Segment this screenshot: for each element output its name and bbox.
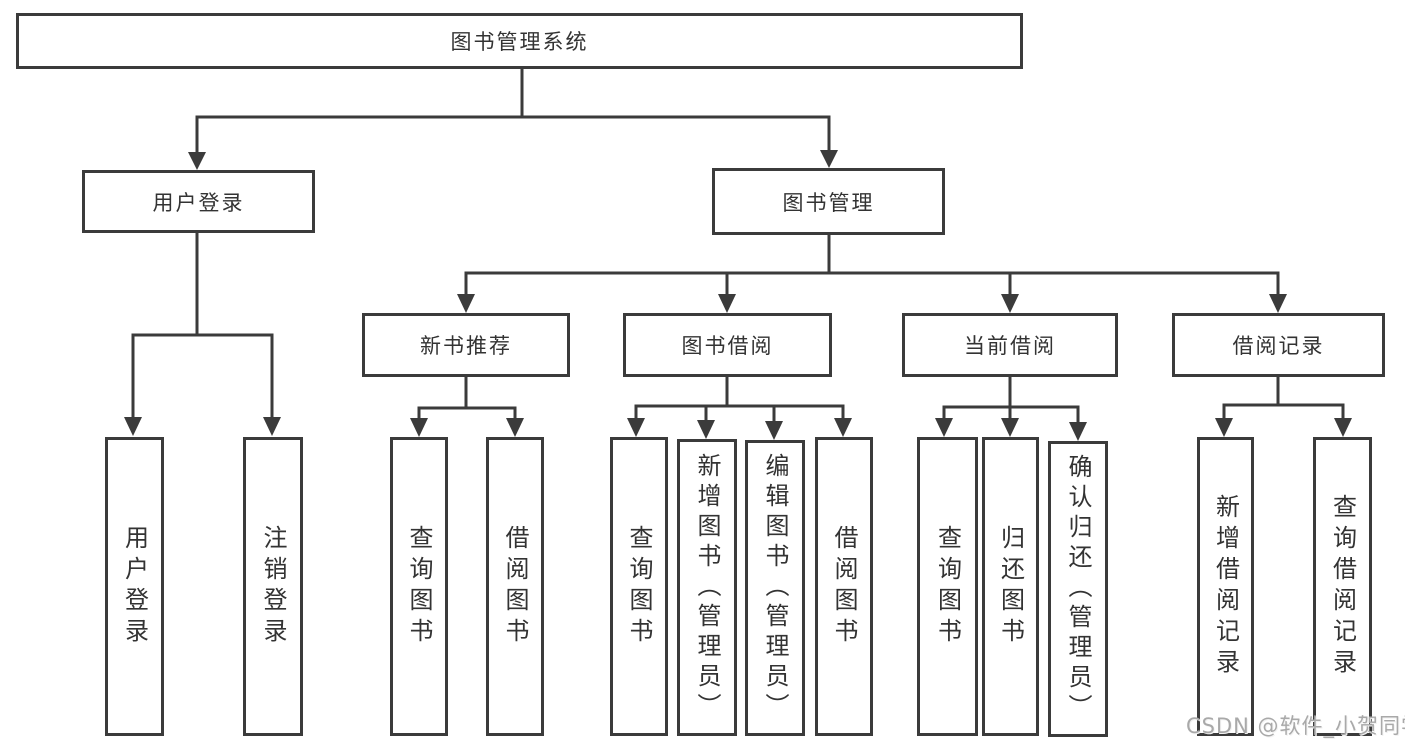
leaf-query-book-current: 查询图书 xyxy=(917,437,978,736)
leaf-borrow-book: 借阅图书 xyxy=(815,437,873,736)
node-root: 图书管理系统 xyxy=(16,13,1023,69)
node-borrow-record: 借阅记录 xyxy=(1172,313,1385,377)
arrow-down-icons xyxy=(124,150,1352,441)
node-book-management: 图书管理 xyxy=(712,168,945,235)
leaf-return-book: 归还图书 xyxy=(982,437,1039,736)
node-current-borrow: 当前借阅 xyxy=(902,313,1118,377)
leaf-add-borrow-record: 新增借阅记录 xyxy=(1197,437,1254,736)
leaf-logout: 注销登录 xyxy=(243,437,303,736)
node-new-book-recommend: 新书推荐 xyxy=(362,313,570,377)
leaf-query-book-borrow: 查询图书 xyxy=(610,437,668,736)
leaf-user-login: 用户登录 xyxy=(105,437,164,736)
leaf-borrow-book-recommend: 借阅图书 xyxy=(486,437,544,736)
leaf-confirm-return-admin: 确认归还（管理员） xyxy=(1048,441,1108,737)
node-book-borrow: 图书借阅 xyxy=(623,313,832,377)
leaf-edit-book-admin: 编辑图书（管理员） xyxy=(745,440,805,736)
leaf-query-book-recommend: 查询图书 xyxy=(390,437,448,736)
leaf-query-borrow-record: 查询借阅记录 xyxy=(1313,437,1372,736)
node-user-login: 用户登录 xyxy=(82,170,315,233)
leaf-add-book-admin: 新增图书（管理员） xyxy=(677,439,737,736)
